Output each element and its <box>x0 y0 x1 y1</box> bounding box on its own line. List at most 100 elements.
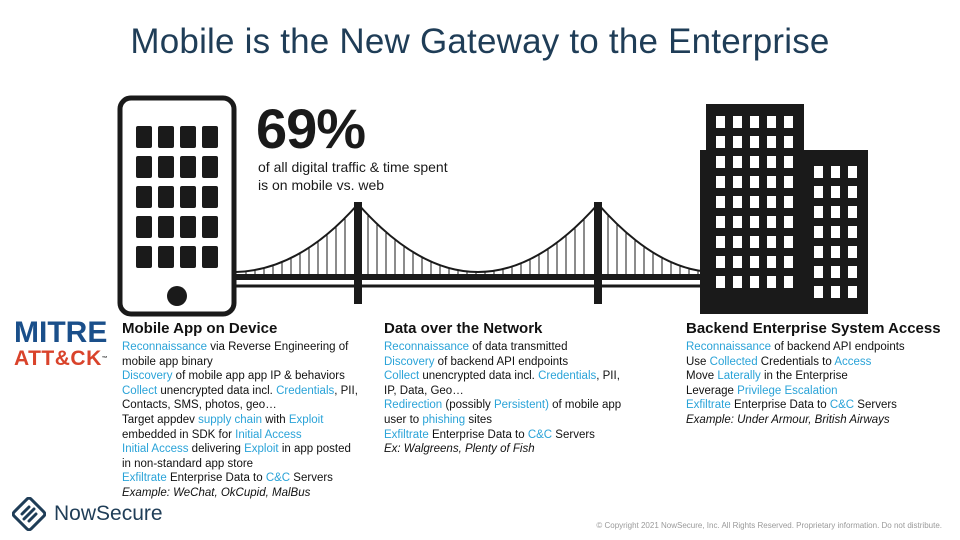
line-text: Ex: Walgreens, Plenty of Fish <box>384 443 535 456</box>
building-window <box>848 246 857 258</box>
building-window <box>831 186 840 198</box>
building-window <box>716 156 725 168</box>
tactic-highlight: Reconnaissance <box>384 341 470 353</box>
line-text: with <box>262 413 289 426</box>
building-window <box>814 226 823 238</box>
tactic-highlight: Access <box>834 355 872 368</box>
column-heading: Mobile App on Device <box>122 320 278 337</box>
app-tile <box>180 216 196 238</box>
column-line: Reconnaissance via Reverse Engineering o… <box>122 340 372 355</box>
building-window <box>831 166 840 178</box>
line-text: Target appdev <box>122 413 199 426</box>
tactic-highlight: Privilege Escalation <box>737 384 838 397</box>
building-window <box>814 246 823 258</box>
mitre-line2: ATT&CK <box>14 347 102 370</box>
column-network: Data over the Network Reconnaissance of … <box>384 320 654 457</box>
building-window <box>767 216 776 228</box>
building-window <box>848 266 857 278</box>
building-window <box>733 276 742 288</box>
building-window <box>733 196 742 208</box>
line-text: of mobile app <box>548 399 622 412</box>
line-text: of backend API endpoints <box>434 355 569 368</box>
tactic-highlight: Laterally <box>717 370 761 383</box>
building-window <box>767 196 776 208</box>
column-line: Move Laterally in the Enterprise <box>686 369 952 384</box>
building-window <box>716 176 725 188</box>
line-text: Enterprise Data to <box>730 399 830 412</box>
tactic-highlight: Reconnaissance <box>686 341 772 353</box>
stat-caption: of all digital traffic & time spent is o… <box>258 159 448 193</box>
line-text: sites <box>465 413 493 426</box>
line-text: of mobile app app IP & behaviors <box>172 370 345 383</box>
tactic-highlight: Exfiltrate <box>686 399 731 412</box>
tactic-highlight: Exfiltrate <box>122 472 167 485</box>
building-window <box>814 206 823 218</box>
building-window <box>831 206 840 218</box>
building-window <box>831 266 840 278</box>
column-line: Exfiltrate Enterprise Data to C&C Server… <box>122 471 372 486</box>
building-window <box>767 156 776 168</box>
column-device: Mobile App on Device Reconnaissance via … <box>122 320 372 501</box>
line-text: Credentials to <box>757 355 835 368</box>
mitre-tm: ™ <box>101 356 109 362</box>
line-text: , PII, <box>596 370 620 383</box>
app-tile <box>202 186 218 208</box>
building-window <box>848 206 857 218</box>
app-tile <box>202 126 218 148</box>
building-window <box>733 256 742 268</box>
column-line: Example: WeChat, OkCupid, MalBus <box>122 486 372 501</box>
page-title: Mobile is the New Gateway to the Enterpr… <box>130 22 830 61</box>
line-text: Enterprise Data to <box>166 472 266 485</box>
stat-value: 69% <box>256 97 366 160</box>
app-tile <box>180 156 196 178</box>
building-window <box>750 216 759 228</box>
building-window <box>848 286 857 298</box>
building-window <box>733 136 742 148</box>
tactic-highlight: Exploit <box>244 443 279 456</box>
line-text: of backend API endpoints <box>771 341 905 353</box>
building-window <box>733 216 742 228</box>
bridge-icon <box>235 202 713 304</box>
column-line: user to phishing sites <box>384 413 654 428</box>
tactic-highlight: supply chain <box>198 413 263 426</box>
building-window <box>733 156 742 168</box>
copyright-notice: © Copyright 2021 NowSecure, Inc. All Rig… <box>596 521 942 530</box>
building-window <box>784 176 793 188</box>
tactic-highlight: Credentials <box>276 384 335 397</box>
line-text: IP, Data, Geo… <box>384 384 464 397</box>
app-tile <box>158 126 174 148</box>
building-window <box>784 276 793 288</box>
building-window <box>831 246 840 258</box>
mitre-attack-logo: MITRE ATT&CK™ <box>14 318 118 370</box>
line-text: delivering <box>188 443 245 456</box>
column-line: mobile app binary <box>122 355 372 370</box>
building-window <box>814 266 823 278</box>
app-tile <box>136 126 152 148</box>
building-window <box>831 226 840 238</box>
building-window <box>784 196 793 208</box>
building-window <box>750 136 759 148</box>
app-tile <box>180 246 196 268</box>
building-window <box>784 156 793 168</box>
line-text: Example: WeChat, OkCupid, MalBus <box>122 486 311 499</box>
app-tile <box>158 186 174 208</box>
building-window <box>750 176 759 188</box>
column-heading: Backend Enterprise System Access <box>686 320 941 337</box>
app-tile <box>158 216 174 238</box>
building-window <box>784 256 793 268</box>
mitre-line1: MITRE <box>14 316 108 349</box>
building-window <box>716 236 725 248</box>
line-text: Servers <box>290 472 333 485</box>
building-window <box>784 116 793 128</box>
building-window <box>733 116 742 128</box>
tactic-highlight: phishing <box>422 413 466 426</box>
building-window <box>767 276 776 288</box>
building-window <box>750 276 759 288</box>
building-window <box>767 136 776 148</box>
building-window <box>750 196 759 208</box>
column-line: Collect unencrypted data incl. Credentia… <box>384 369 654 384</box>
line-text: via Reverse Engineering of <box>207 341 349 353</box>
building-window <box>814 286 823 298</box>
line-text: user to <box>384 413 423 426</box>
